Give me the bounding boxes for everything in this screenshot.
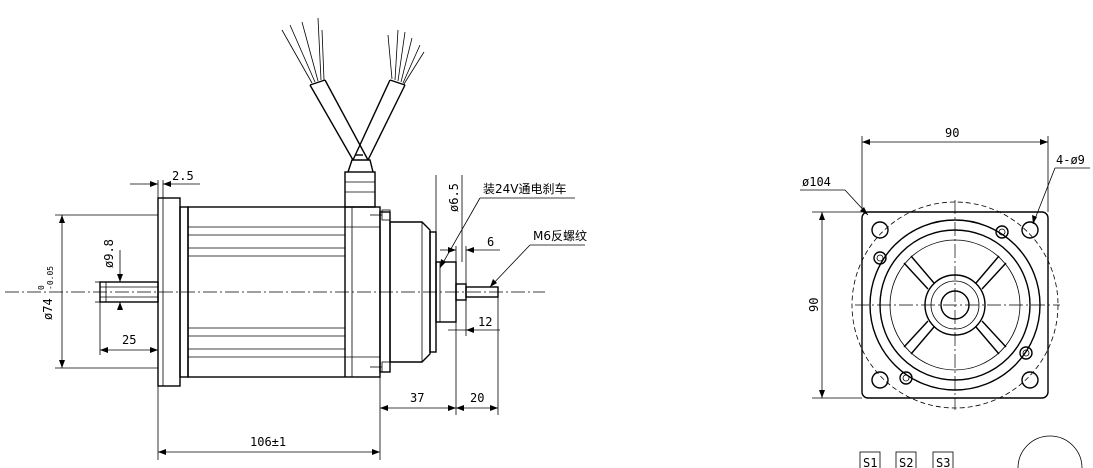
dim-flange-thickness-label: 2.5 [172,169,194,183]
dim-square-height: 90 [807,211,862,399]
dim-rear-shaft-length: 20 [456,297,499,415]
dim-brake-length-label: 37 [410,391,424,405]
cable-gland [344,159,376,208]
dim-flange-diameter: ø74 0 -0.05 [37,214,158,369]
bolt-circle-note: ø104 [800,175,869,216]
dim-shaft-diameter-label: ø9.8 [102,239,116,268]
dim-square-width: 90 [861,126,1049,212]
dim-square-height-label: 90 [807,298,821,312]
front-view: 90 90 ø104 4-ø9 [800,126,1090,410]
dim-shaft-length: 25 [99,302,158,355]
dim-rear-thread-label: 12 [478,315,492,329]
brake-note: 装24V通电刹车 [439,181,575,269]
datum-symbol [1017,435,1083,468]
dim-brake-length: 37 [380,322,457,415]
tolerance-box-3: S3 [936,456,950,468]
front-shaft [99,281,159,303]
tolerance-boxes: S1 S2 S3 [859,435,1083,468]
dim-rear-diameter: ø6.5 [435,175,463,262]
tolerance-box-2: S2 [899,456,913,468]
side-view: 2.5 ø74 0 -0.05 ø9.8 [5,17,587,460]
rear-end-cap [370,209,391,373]
dim-flange-tol-upper: 0 [37,285,46,290]
dim-rear-shaft-length-label: 20 [470,391,484,405]
dim-rear-step-label: 6 [487,235,494,249]
dim-square-width-label: 90 [945,126,959,140]
dim-rear-diameter-label: ø6.5 [447,183,461,212]
front-rings [869,219,1041,391]
dim-flange-thickness: 2.5 [130,169,200,198]
dim-rear-step: 6 [440,235,500,284]
tolerance-box-1: S1 [863,456,877,468]
thread-note: M6反螺纹 [489,229,587,288]
dim-rear-thread: 12 [448,300,500,336]
mounting-holes [871,221,1039,389]
dim-overall-length: 106±1 [157,377,381,460]
dim-shaft-length-label: 25 [122,333,136,347]
front-spokes [903,255,1007,355]
motor-body [187,206,381,378]
bolt-circle-label: ø104 [802,175,831,189]
brake-note-label: 装24V通电刹车 [483,181,566,196]
dim-shaft-diameter: ø9.8 [95,239,123,310]
thread-note-label: M6反螺纹 [533,229,587,243]
cables [281,17,425,161]
mount-holes-note: 4-ø9 [1032,153,1090,225]
mount-holes-label: 4-ø9 [1056,153,1085,167]
screw-heads [873,225,1033,385]
dim-flange-tol-lower: -0.05 [46,266,55,290]
dim-flange-diameter-label: ø74 [41,298,55,320]
dim-overall-length-label: 106±1 [250,435,286,449]
